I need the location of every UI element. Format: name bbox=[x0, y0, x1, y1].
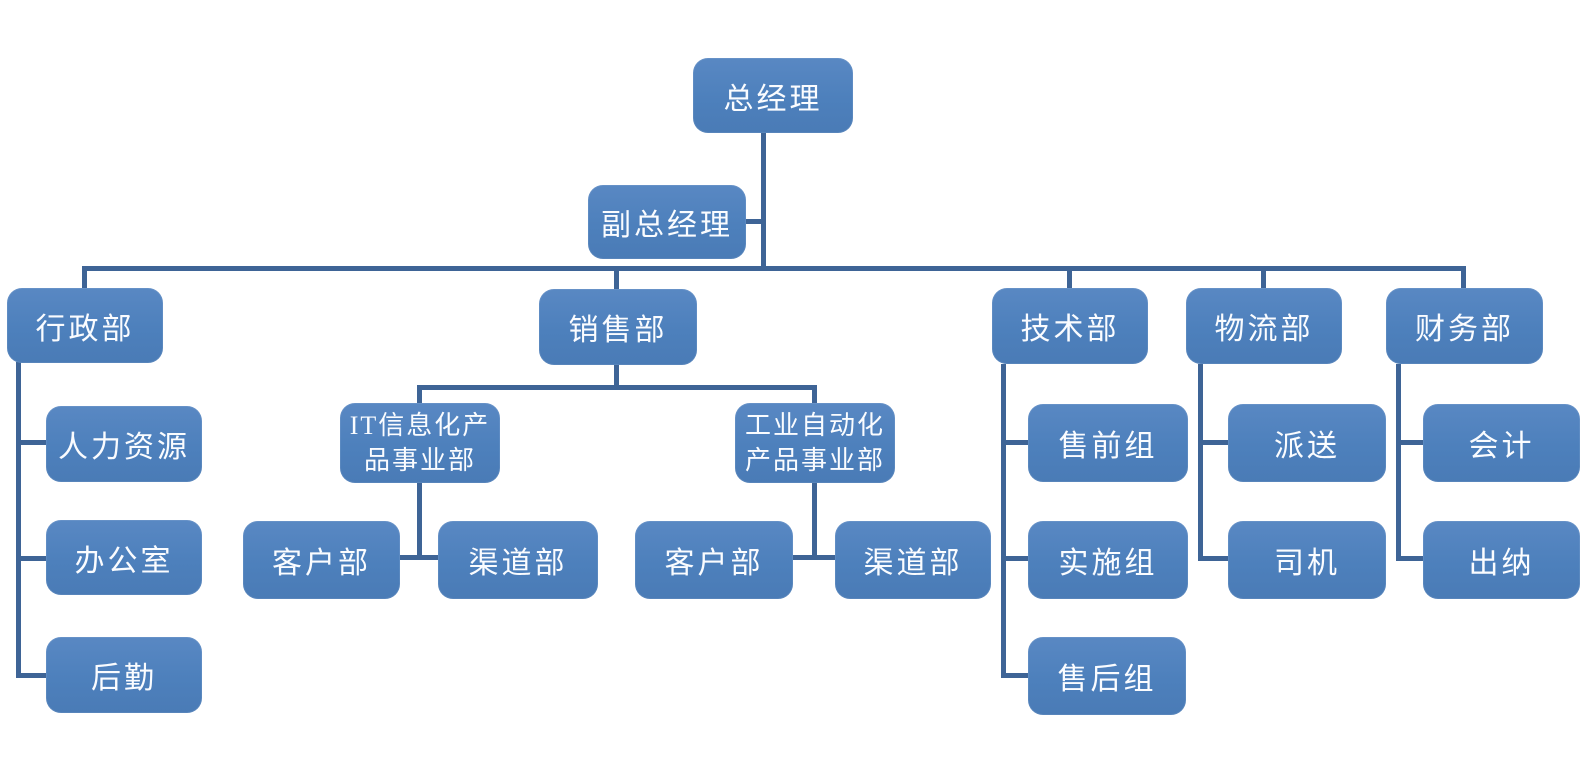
connector-stub-office bbox=[16, 556, 48, 561]
node-general-manager[interactable]: 总经理 bbox=[693, 58, 853, 133]
node-label: 后勤 bbox=[91, 662, 157, 695]
node-presales-group[interactable]: 售前组 bbox=[1028, 404, 1188, 482]
node-deputy-general-manager[interactable]: 副总经理 bbox=[588, 185, 746, 259]
connector-stub-driver bbox=[1198, 556, 1230, 561]
connector-drop-admin bbox=[82, 266, 87, 290]
node-label: 会计 bbox=[1468, 430, 1535, 463]
node-label: 司机 bbox=[1274, 547, 1340, 580]
node-delivery[interactable]: 派送 bbox=[1228, 404, 1386, 482]
node-aftersales-group[interactable]: 售后组 bbox=[1028, 637, 1186, 715]
connector-division-ia-horizontal bbox=[792, 555, 837, 560]
connector-stub-presales bbox=[1001, 440, 1030, 445]
node-implementation-group[interactable]: 实施组 bbox=[1028, 521, 1188, 599]
node-support[interactable]: 后勤 bbox=[46, 637, 202, 713]
node-label: 销售部 bbox=[568, 314, 668, 347]
connector-drop-division-it bbox=[417, 385, 422, 405]
connector-division-it-horizontal bbox=[400, 555, 440, 560]
node-dept-tech[interactable]: 技术部 bbox=[992, 288, 1148, 364]
node-office[interactable]: 办公室 bbox=[46, 520, 202, 595]
node-channel-dept-ia[interactable]: 渠道部 bbox=[835, 521, 991, 599]
node-division-industrial-automation[interactable]: 工业自动化 产品事业部 bbox=[735, 403, 895, 483]
node-dept-finance[interactable]: 财务部 bbox=[1386, 288, 1543, 364]
connector-stub-cashier bbox=[1396, 556, 1425, 561]
node-dept-logistics[interactable]: 物流部 bbox=[1186, 288, 1342, 364]
node-label: 实施组 bbox=[1058, 547, 1158, 580]
node-label: 行政部 bbox=[35, 312, 135, 346]
connector-deputy-stub bbox=[746, 219, 763, 224]
node-label-line2: 产品事业部 bbox=[744, 446, 885, 475]
connector-logistics-vertical bbox=[1198, 364, 1203, 561]
node-label: 售前组 bbox=[1058, 430, 1158, 463]
node-label: 办公室 bbox=[74, 544, 174, 578]
node-label: 渠道部 bbox=[468, 547, 568, 580]
connector-drop-division-ia bbox=[812, 385, 817, 405]
node-label: 财务部 bbox=[1415, 313, 1514, 346]
node-cashier[interactable]: 出纳 bbox=[1423, 521, 1580, 599]
connector-sales-drop bbox=[614, 364, 619, 390]
node-driver[interactable]: 司机 bbox=[1228, 521, 1386, 599]
connector-drop-sales bbox=[614, 266, 619, 291]
node-label: 总经理 bbox=[723, 82, 823, 116]
connector-division-ia-vertical bbox=[812, 483, 817, 560]
connector-sales-horizontal bbox=[417, 385, 817, 390]
node-hr[interactable]: 人力资源 bbox=[46, 406, 202, 482]
node-division-it-products[interactable]: IT信息化产 品事业部 bbox=[340, 403, 500, 483]
connector-stub-support bbox=[16, 673, 48, 678]
node-label-line2: 品事业部 bbox=[363, 446, 476, 475]
connector-drop-tech bbox=[1067, 266, 1072, 290]
connector-drop-finance bbox=[1461, 266, 1466, 290]
node-label: 售后组 bbox=[1057, 663, 1157, 696]
node-label-line1: IT信息化产 bbox=[349, 410, 491, 440]
node-label: 技术部 bbox=[1020, 313, 1120, 346]
node-label-line1: 工业自动化 bbox=[744, 410, 885, 440]
node-customer-dept-it[interactable]: 客户部 bbox=[243, 521, 400, 599]
connector-stub-delivery bbox=[1198, 440, 1230, 445]
connector-root-vertical bbox=[761, 133, 766, 269]
node-accounting[interactable]: 会计 bbox=[1423, 404, 1580, 482]
node-label: 客户部 bbox=[272, 547, 371, 580]
node-channel-dept-it[interactable]: 渠道部 bbox=[438, 521, 598, 599]
connector-stub-hr bbox=[16, 440, 48, 445]
connector-admin-vertical bbox=[16, 362, 21, 678]
connector-tech-vertical bbox=[1001, 364, 1006, 678]
node-label: 客户部 bbox=[664, 547, 764, 580]
node-label: 物流部 bbox=[1214, 313, 1314, 346]
connector-division-it-vertical bbox=[417, 483, 422, 560]
connector-stub-implementation bbox=[1001, 556, 1030, 561]
connector-finance-vertical bbox=[1396, 364, 1401, 561]
connector-stub-accounting bbox=[1396, 440, 1425, 445]
node-customer-dept-ia[interactable]: 客户部 bbox=[635, 521, 793, 599]
connector-drop-logistics bbox=[1261, 266, 1266, 290]
node-label: 人力资源 bbox=[58, 431, 190, 464]
node-label: 出纳 bbox=[1468, 547, 1535, 580]
node-label: 派送 bbox=[1274, 430, 1340, 463]
connector-stub-aftersales bbox=[1001, 673, 1030, 678]
node-dept-admin[interactable]: 行政部 bbox=[7, 288, 163, 363]
node-label: 渠道部 bbox=[863, 547, 963, 580]
connector-bus-horizontal bbox=[82, 266, 1466, 271]
node-label: 副总经理 bbox=[601, 209, 733, 242]
node-dept-sales[interactable]: 销售部 bbox=[539, 289, 697, 365]
